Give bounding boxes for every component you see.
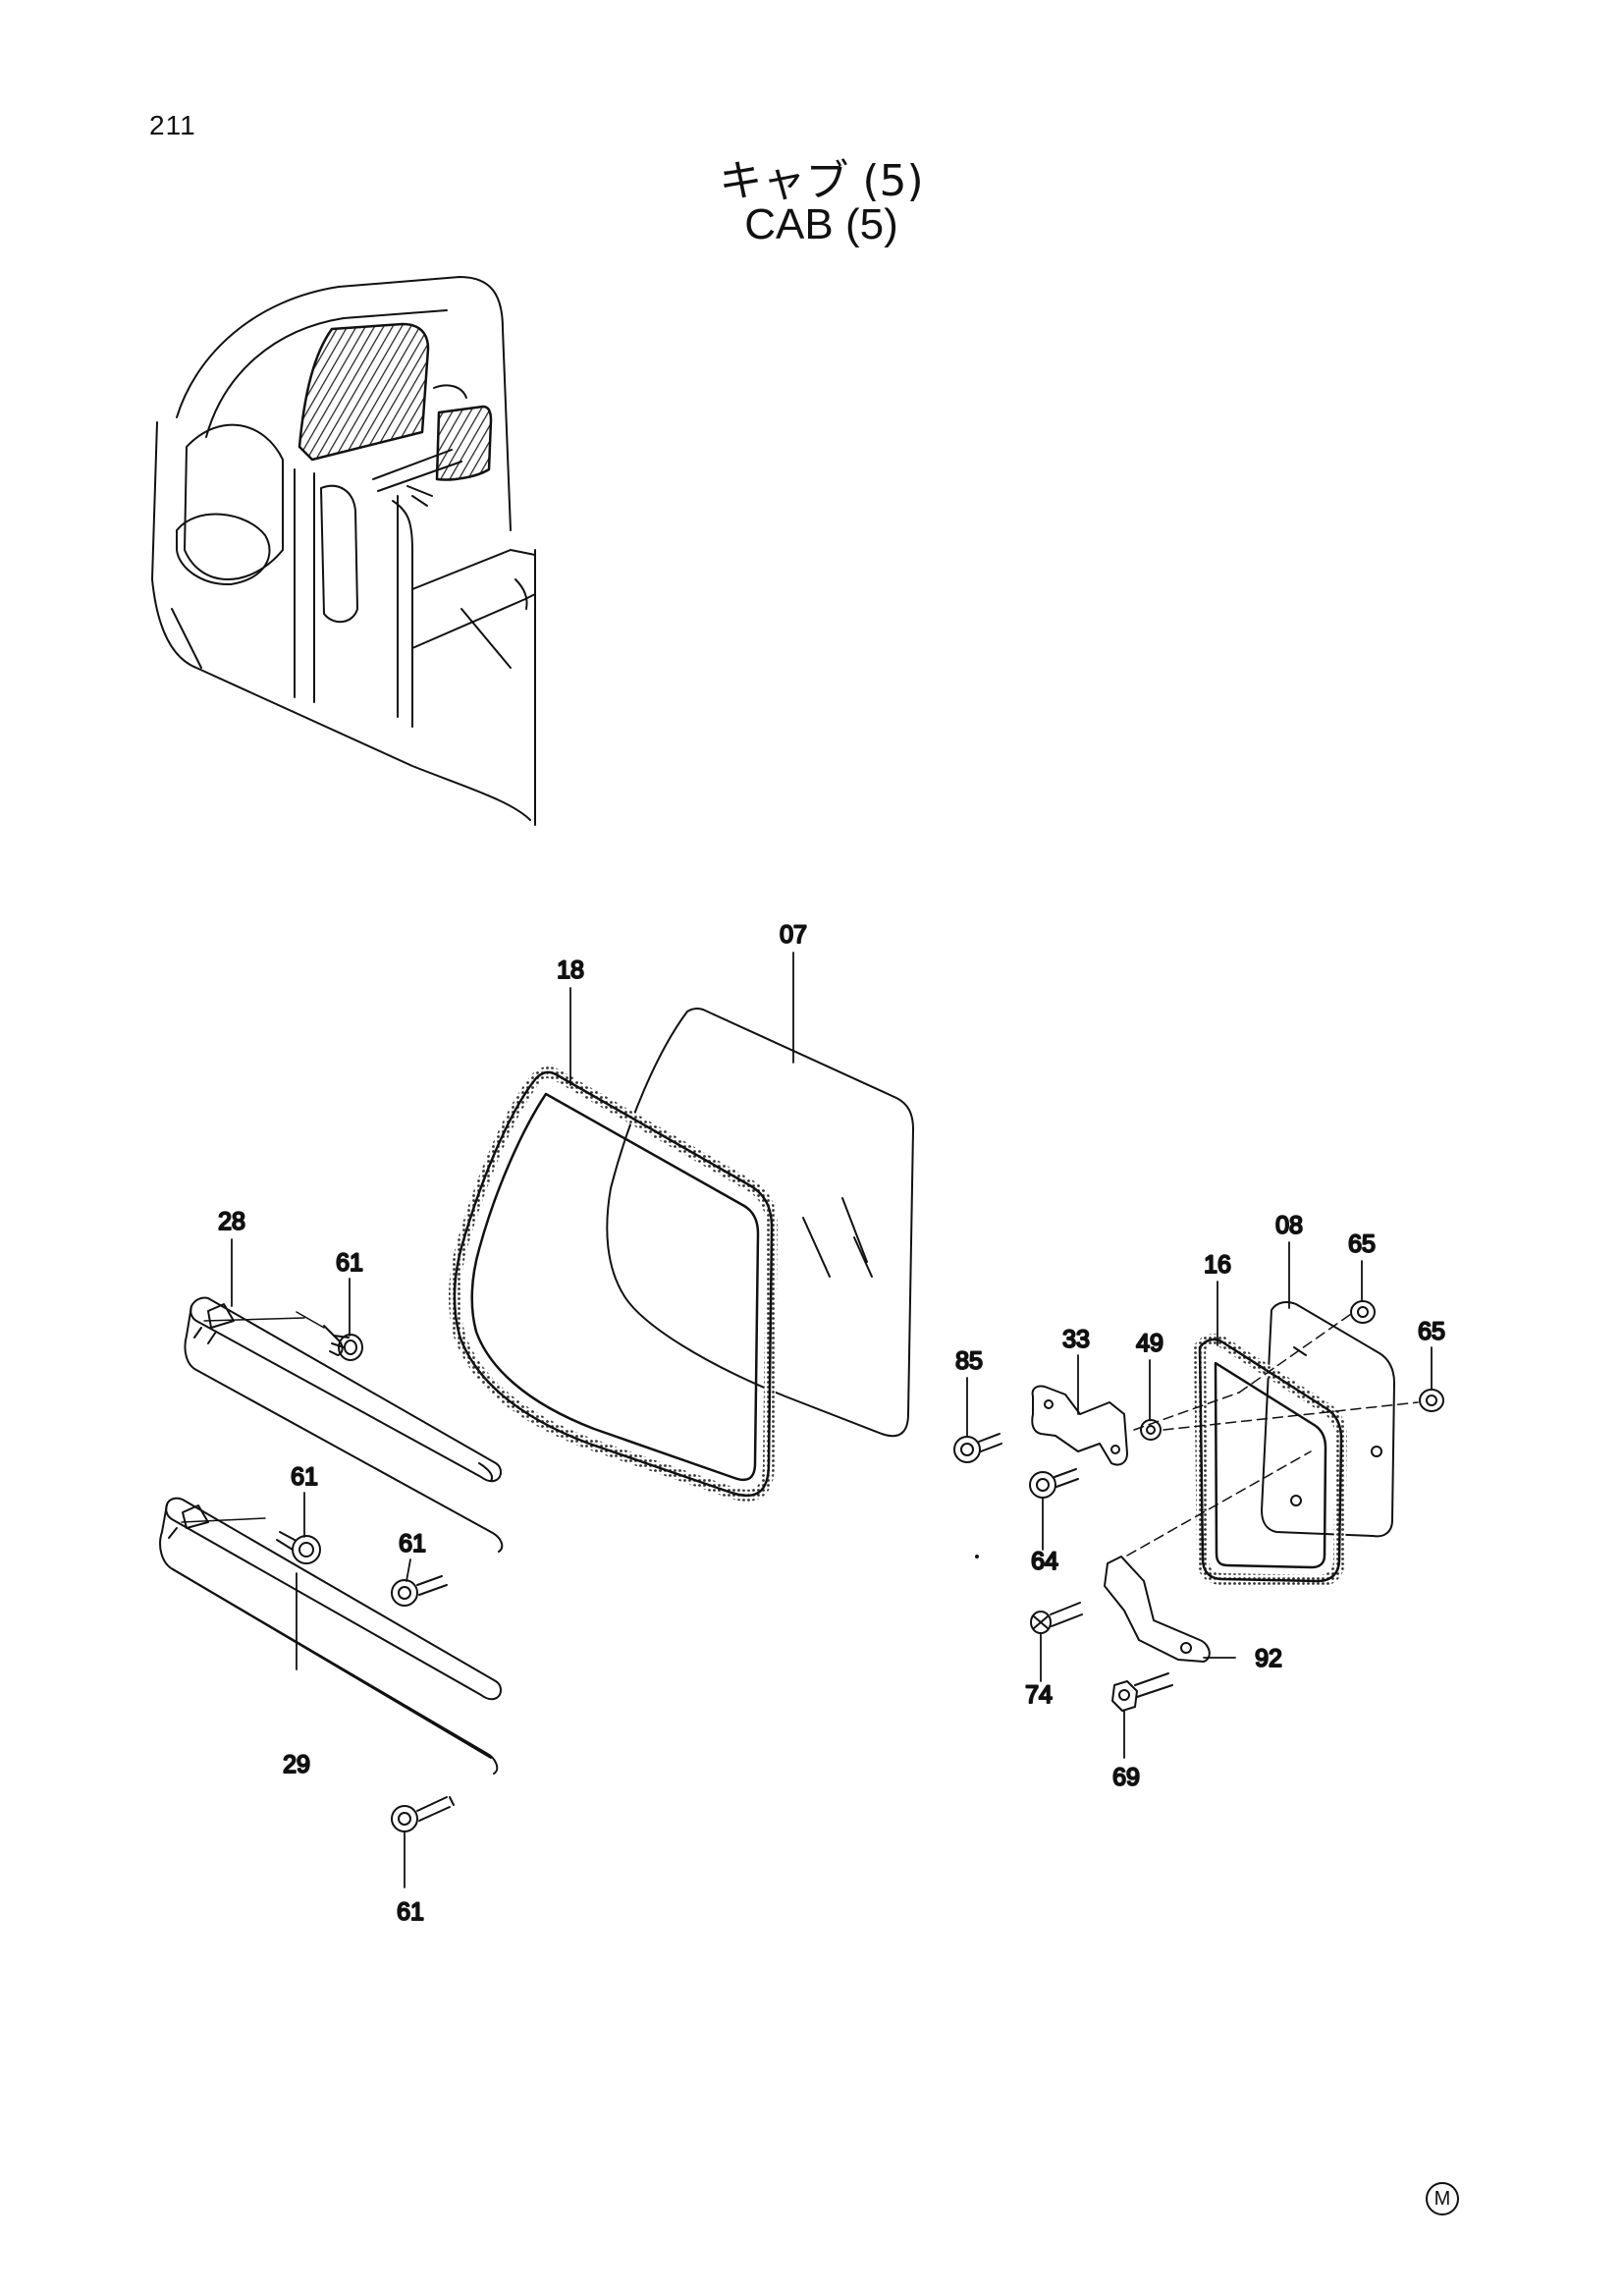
callout-18: 18 bbox=[557, 957, 584, 984]
part-61-bolts bbox=[276, 1325, 455, 1832]
page-title-japanese: キャブ (5) bbox=[719, 156, 924, 206]
callout-labels: 07 18 28 61 61 61 61 29 08 16 65 65 85 3… bbox=[217, 920, 1446, 1927]
part-08-cover bbox=[1261, 1301, 1395, 1538]
callout-65-lower: 65 bbox=[1418, 1318, 1445, 1345]
callout-92: 92 bbox=[1255, 1645, 1282, 1672]
cab-overview-illustration bbox=[151, 276, 536, 826]
callout-28: 28 bbox=[218, 1208, 245, 1235]
part-49-washer bbox=[1140, 1419, 1162, 1441]
part-07-glass bbox=[606, 1007, 914, 1438]
assembly-lines bbox=[1126, 1313, 1419, 1557]
callout-08: 08 bbox=[1275, 1212, 1303, 1239]
callout-64: 64 bbox=[1031, 1548, 1058, 1575]
part-74-screw bbox=[1030, 1602, 1083, 1634]
page-number: 211 bbox=[149, 110, 196, 140]
callout-85: 85 bbox=[955, 1347, 983, 1375]
callout-61-middle-left: 61 bbox=[291, 1463, 318, 1491]
part-92-bracket bbox=[1104, 1556, 1211, 1663]
callout-16: 16 bbox=[1204, 1251, 1231, 1279]
callout-61-bottom: 61 bbox=[397, 1898, 424, 1926]
part-85-bolt bbox=[953, 1433, 1002, 1463]
part-18-seal bbox=[448, 1066, 778, 1502]
part-33-bracket bbox=[1031, 1385, 1128, 1466]
corner-mark-m: M bbox=[1426, 2182, 1459, 2215]
page-title-english: CAB (5) bbox=[744, 200, 898, 248]
callout-61-middle-right: 61 bbox=[399, 1530, 426, 1558]
leader-lines bbox=[231, 952, 1433, 1888]
callout-49: 49 bbox=[1136, 1330, 1163, 1357]
callout-74: 74 bbox=[1025, 1681, 1053, 1709]
callout-61-upper: 61 bbox=[336, 1249, 363, 1277]
callout-65-upper: 65 bbox=[1348, 1230, 1376, 1258]
part-16-seal bbox=[1194, 1334, 1347, 1587]
part-28-rail bbox=[184, 1296, 504, 1553]
callout-29: 29 bbox=[283, 1751, 310, 1778]
callout-07: 07 bbox=[780, 921, 807, 949]
callout-33: 33 bbox=[1062, 1326, 1090, 1353]
part-64-bolt bbox=[1029, 1468, 1079, 1499]
part-29-rail bbox=[159, 1497, 502, 1775]
part-65-nuts bbox=[1350, 1300, 1444, 1412]
part-69-bolt bbox=[1111, 1672, 1173, 1712]
callout-69: 69 bbox=[1112, 1764, 1140, 1791]
